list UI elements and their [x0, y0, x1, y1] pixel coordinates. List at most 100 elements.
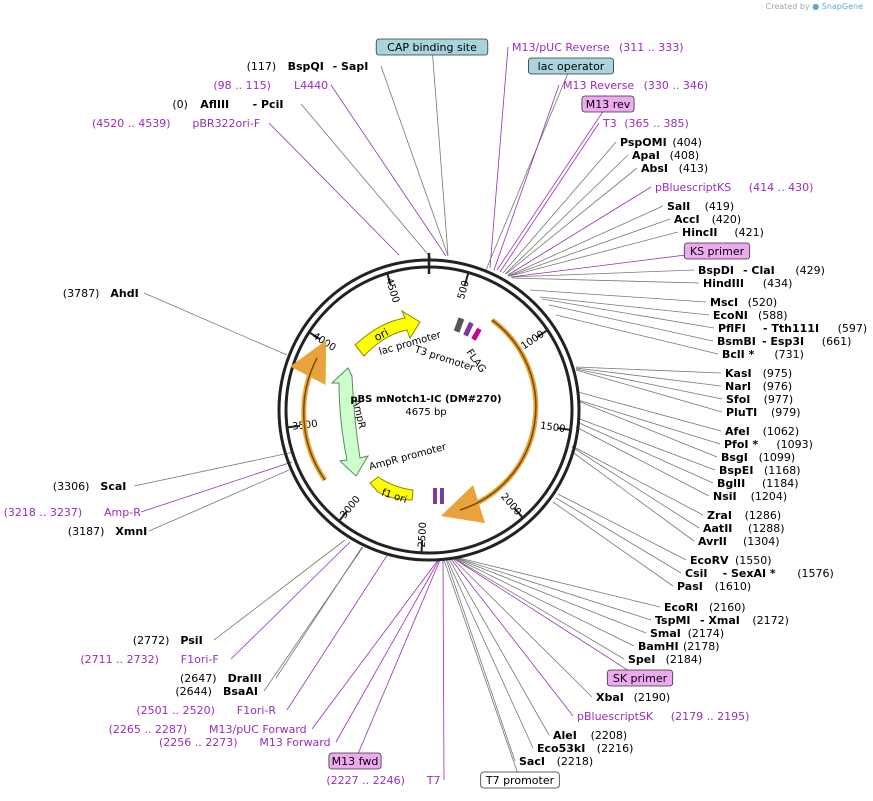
label-spei[interactable]: SpeI(2184) — [628, 653, 702, 666]
label-pluti[interactable]: PluTI(979) — [726, 406, 801, 419]
label-bamhi[interactable]: BamHI(2178) — [638, 640, 720, 653]
name-bspdi-1: - ClaI — [743, 264, 775, 277]
label-sfoi[interactable]: SfoI(977) — [726, 393, 793, 406]
position-afei-1: (1062) — [763, 425, 800, 438]
label-apai[interactable]: ApaI(408) — [632, 149, 699, 162]
label-lacop[interactable]: lac operator — [528, 57, 615, 75]
leader-line-smai — [455, 557, 647, 634]
label-aflIII[interactable]: (0)AflIII- PciI — [172, 98, 283, 111]
label-tspmi[interactable]: TspMI- XmaI(2172) — [655, 614, 789, 627]
label-pbsk[interactable]: pBluescriptSK(2179 .. 2195) — [577, 710, 749, 723]
label-ahdi[interactable]: (3787)AhdI — [63, 287, 139, 300]
label-bsmbi[interactable]: BsmBI- Esp3I(661) — [717, 335, 851, 348]
leader-line-bsgi — [577, 400, 718, 458]
label-pflfi[interactable]: PflFI- Tth111I(597) — [718, 322, 867, 335]
name-bamhi-0: BamHI — [638, 640, 679, 653]
position-draiii-0: (2647) — [180, 672, 217, 685]
f1-ori-arrow[interactable] — [369, 476, 414, 501]
position-bcli-1: (731) — [774, 348, 804, 361]
label-bsgi[interactable]: BsgI (1099) — [721, 451, 795, 464]
label-f1orir[interactable]: (2501 .. 2520)F1ori-R — [136, 704, 276, 717]
label-hindiii[interactable]: HindIII(434) — [703, 277, 792, 290]
label-pasi[interactable]: PasI(1610) — [677, 580, 751, 593]
label-ks[interactable]: KS primer — [683, 242, 751, 260]
label-kasi[interactable]: KasI(975) — [725, 367, 792, 380]
position-tspmi-2: (2172) — [752, 614, 789, 627]
label-bcli[interactable]: BclI *(731) — [722, 348, 804, 361]
label-m13rev_p[interactable]: M13 Reverse(330 .. 346) — [563, 79, 708, 92]
label-m13fwd[interactable]: M13 fwd — [328, 752, 382, 770]
label-afei[interactable]: AfeI(1062) — [725, 425, 799, 438]
label-hincii[interactable]: HincII(421) — [682, 226, 764, 239]
position-psii-0: (2772) — [133, 634, 170, 647]
label-l4440[interactable]: (98 .. 115)L4440 — [213, 79, 328, 92]
position-bglii-1: (1184) — [762, 477, 799, 490]
label-bspqi[interactable]: (117)BspQI- SapI — [247, 60, 369, 73]
label-m13fwd_p[interactable]: (2256 .. 2273)M13 Forward — [159, 736, 331, 749]
name-bsmbi-1: - Esp3I — [762, 335, 804, 348]
label-avrii[interactable]: AvrII(1304) — [698, 535, 780, 548]
label-draiii[interactable]: (2647)DraIII — [180, 672, 262, 685]
label-eco53ki[interactable]: Eco53kI(2216) — [537, 742, 633, 755]
label-cap[interactable]: CAP binding site — [375, 38, 489, 56]
leader-line-pbr322 — [268, 122, 400, 256]
label-f1orif[interactable]: (2711 .. 2732)F1ori-F — [80, 653, 218, 666]
position-bsgi-1: (1099) — [759, 451, 796, 464]
ori-arrow[interactable] — [354, 309, 421, 357]
name-bsgi-0: BsgI — [721, 451, 748, 464]
label-t7[interactable]: (2227 .. 2246)T7 — [326, 774, 440, 787]
label-csii[interactable]: CsiI- SexAI *(1576) — [685, 567, 834, 580]
ori-label: ori — [372, 326, 391, 344]
label-absi[interactable]: AbsI(413) — [641, 162, 708, 175]
label-xmni[interactable]: (3187)XmnI — [68, 525, 147, 538]
label-ampr_p[interactable]: (3218 .. 3237)Amp-R — [4, 506, 142, 519]
label-bspdi[interactable]: BspDI- ClaI(429) — [698, 264, 825, 277]
label-nari[interactable]: NarI(976) — [725, 380, 792, 393]
label-zrai[interactable]: ZraI(1286) — [707, 509, 781, 522]
label-ecorv[interactable]: EcoRV(1550) — [690, 554, 772, 567]
label-scai[interactable]: (3306)ScaI — [53, 480, 127, 493]
label-acci[interactable]: AccI(420) — [674, 213, 741, 226]
label-psii[interactable]: (2772)PsiI — [133, 634, 203, 647]
label-bglii[interactable]: BglII(1184) — [717, 477, 799, 490]
label-pbr322[interactable]: (4520 .. 4539)pBR322ori-F — [92, 117, 260, 130]
name-absi-0: AbsI — [641, 162, 668, 175]
name-xbai-0: XbaI — [596, 691, 624, 704]
plasmid-size: 4675 bp — [405, 407, 446, 418]
name-pluti-0: PluTI — [726, 406, 757, 419]
leader-line-sali — [507, 205, 664, 277]
label-econi[interactable]: EcoNI(588) — [713, 309, 788, 322]
label-alei[interactable]: AleI(2208) — [553, 729, 627, 742]
label-sali[interactable]: SalI(419) — [667, 200, 734, 213]
label-xbai[interactable]: XbaI (2190) — [596, 691, 670, 704]
label-ecori[interactable]: EcoRI(2160) — [664, 601, 746, 614]
ampr-arrow[interactable] — [330, 367, 370, 477]
name-f1orir-1: F1ori-R — [237, 704, 277, 717]
label-text-m13fwd: M13 fwd — [332, 755, 379, 768]
label-aatii[interactable]: AatII(1288) — [703, 522, 785, 535]
label-smai[interactable]: SmaI(2174) — [650, 627, 724, 640]
label-bspei[interactable]: BspEI(1168) — [719, 464, 801, 477]
label-m13rev_box[interactable]: M13 rev — [581, 95, 635, 113]
position-pspomi-1: (404) — [672, 136, 702, 149]
label-text-m13rev_box: M13 rev — [586, 98, 631, 111]
label-pspomi[interactable]: PspOMI(404) — [620, 136, 702, 149]
label-msci[interactable]: MscI(520) — [710, 296, 777, 309]
label-bsaai[interactable]: (2644)BsaAI — [175, 685, 258, 698]
tick-mark-2000 — [513, 507, 524, 519]
leader-line-t3 — [499, 122, 600, 273]
label-sk[interactable]: SK primer — [606, 669, 674, 687]
tick-label-1500: 1500 — [539, 421, 566, 435]
label-t7prom[interactable]: T7 promoter — [480, 771, 560, 789]
label-m13puc_rev[interactable]: M13/pUC Reverse(311 .. 333) — [512, 41, 684, 54]
position-smai-1: (2174) — [688, 627, 725, 640]
label-saci[interactable]: SacI(2218) — [519, 755, 593, 768]
label-nsii[interactable]: NsiI(1204) — [713, 490, 787, 503]
label-pfoi[interactable]: PfoI *(1093) — [724, 438, 813, 451]
position-xbai-1: (2190) — [634, 691, 671, 704]
position-hincii-1: (421) — [734, 226, 764, 239]
name-saci-0: SacI — [519, 755, 545, 768]
label-t3[interactable]: T3(365 .. 385) — [602, 117, 689, 130]
label-pbks[interactable]: pBluescriptKS(414 .. 430) — [655, 181, 813, 194]
label-m13puc_fwd[interactable]: (2265 .. 2287)M13/pUC Forward — [109, 723, 307, 736]
